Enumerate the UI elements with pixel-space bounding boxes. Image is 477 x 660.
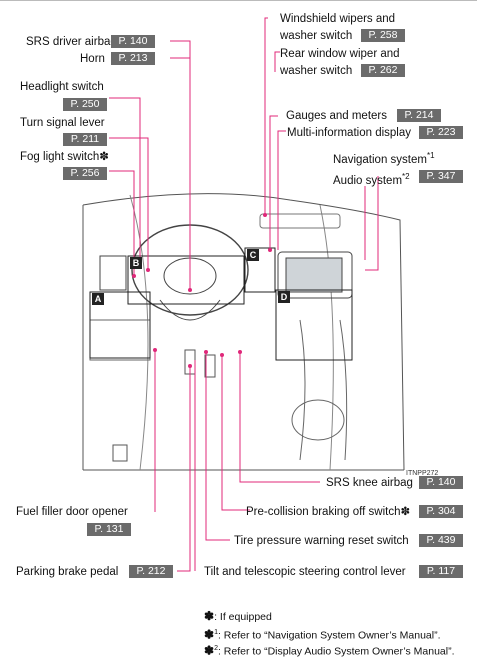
label-rear-wiper-line1: Rear window wiper and bbox=[280, 47, 400, 61]
footnote-if-equipped: ✽: If equipped bbox=[204, 610, 272, 624]
page-ref-audio-system[interactable]: P. 347 bbox=[419, 170, 463, 183]
page-ref-turn-signal-lever[interactable]: P. 211 bbox=[63, 133, 107, 146]
page-ref-parking-brake-pedal[interactable]: P. 212 bbox=[129, 565, 173, 578]
label-pre-collision-switch: Pre-collision braking off switch✽ bbox=[246, 505, 410, 519]
page-ref-horn[interactable]: P. 213 bbox=[111, 52, 155, 65]
page-ref-srs-knee-airbag[interactable]: P. 140 bbox=[419, 476, 463, 489]
page-ref-srs-driver-airbag[interactable]: P. 140 bbox=[111, 35, 155, 48]
label-srs-driver-airbag: SRS driver airbag bbox=[26, 35, 117, 49]
page-ref-tilt-telescopic-lever[interactable]: P. 117 bbox=[419, 565, 463, 578]
label-parking-brake-pedal: Parking brake pedal bbox=[16, 565, 118, 579]
label-srs-knee-airbag: SRS knee airbag bbox=[326, 476, 413, 490]
footnote-navigation-manual: ✽1: Refer to “Navigation System Owner’s … bbox=[204, 626, 441, 643]
top-border bbox=[0, 0, 477, 1]
label-rear-wiper-line2: washer switch bbox=[280, 64, 352, 78]
footnote-display-audio-manual: ✽2: Refer to “Display Audio System Owner… bbox=[204, 642, 455, 659]
page-ref-pre-collision-switch[interactable]: P. 304 bbox=[419, 505, 463, 518]
label-tilt-telescopic-lever: Tilt and telescopic steering control lev… bbox=[204, 565, 406, 579]
label-fuel-filler-door-opener: Fuel filler door opener bbox=[16, 505, 128, 519]
page-ref-fuel-filler-door-opener[interactable]: P. 131 bbox=[87, 523, 131, 536]
page-ref-multi-info-display[interactable]: P. 223 bbox=[419, 126, 463, 139]
label-fog-light-switch: Fog light switch✽ bbox=[20, 150, 109, 164]
label-turn-signal-lever: Turn signal lever bbox=[20, 116, 105, 130]
label-navigation-system: Navigation system*1 bbox=[333, 149, 435, 167]
callout-tag-c: C bbox=[247, 249, 259, 261]
label-windshield-wipers-line1: Windshield wipers and bbox=[280, 12, 395, 26]
page-ref-tire-pressure-reset[interactable]: P. 439 bbox=[419, 534, 463, 547]
page-ref-windshield-wipers[interactable]: P. 258 bbox=[361, 29, 405, 42]
label-gauges-meters: Gauges and meters bbox=[286, 109, 387, 123]
label-audio-system: Audio system*2 bbox=[333, 170, 410, 188]
label-multi-info-display: Multi-information display bbox=[287, 126, 411, 140]
callout-tag-a: A bbox=[92, 293, 104, 305]
label-horn: Horn bbox=[80, 52, 105, 66]
page-ref-fog-light-switch[interactable]: P. 256 bbox=[63, 167, 107, 180]
page-ref-gauges-meters[interactable]: P. 214 bbox=[397, 109, 441, 122]
page-ref-rear-wiper[interactable]: P. 262 bbox=[361, 64, 405, 77]
label-tire-pressure-reset: Tire pressure warning reset switch bbox=[234, 534, 409, 548]
callout-tag-d: D bbox=[278, 291, 290, 303]
page-ref-headlight-switch[interactable]: P. 250 bbox=[63, 98, 107, 111]
callout-tag-b: B bbox=[130, 257, 142, 269]
label-headlight-switch: Headlight switch bbox=[20, 80, 104, 94]
label-windshield-wipers-line2: washer switch bbox=[280, 29, 352, 43]
